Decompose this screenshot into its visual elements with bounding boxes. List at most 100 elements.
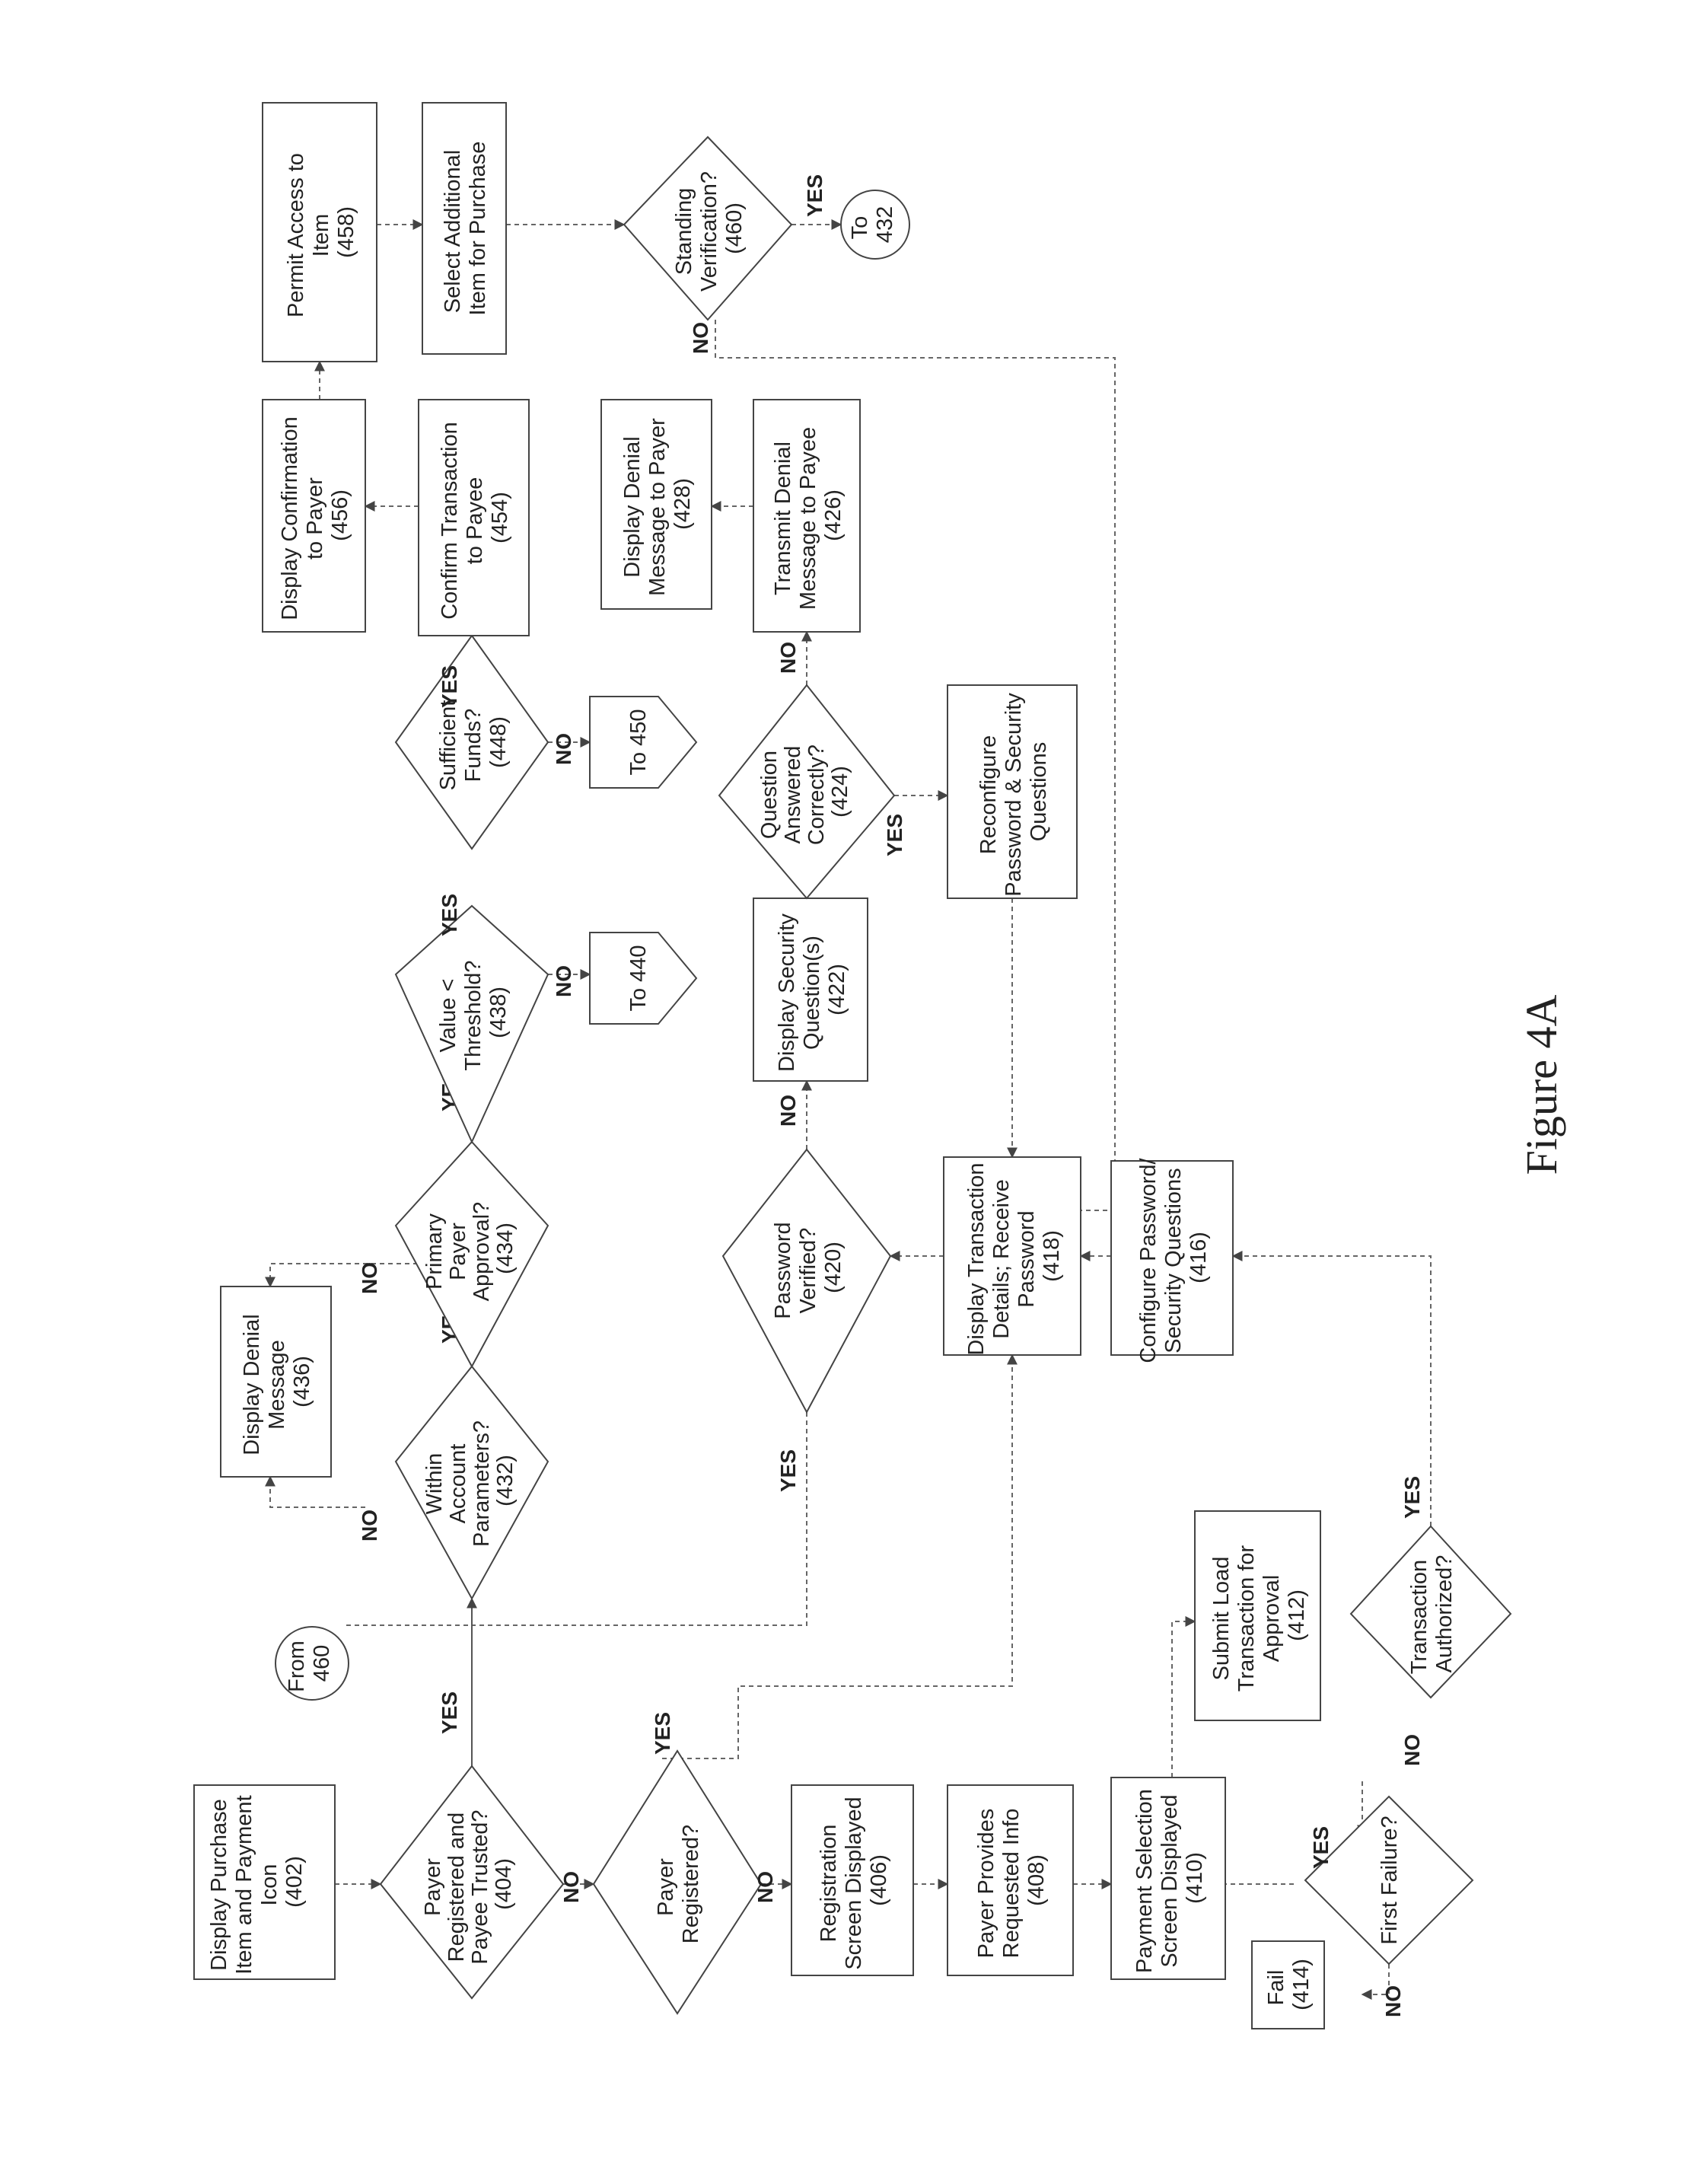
decision-420: Password Verified? (420) [723,1149,890,1412]
node-412-line-3: Approval [1260,1575,1284,1662]
decision-460-line-3: (460) [722,202,747,254]
node-454-line-1: Confirm Transaction [438,422,462,620]
node-select-line-2: Item for Purchase [466,142,490,316]
offpage-to-450-label: To 450 [626,709,651,775]
node-456: Display Confirmation to Payer (456) [263,400,365,632]
node-418-line-3: Password [1014,1210,1039,1307]
node-436: Display Denial Message (436) [221,1286,331,1477]
label-460-no: NO [689,322,712,354]
label-405-no: NO [753,1871,777,1903]
decision-auth-line-2: Authorized? [1432,1555,1457,1673]
node-416: Configure Password/ Security Questions (… [1111,1152,1233,1363]
node-to-432-line-2: 432 [873,206,897,243]
node-418-line-1: Display Transaction [964,1163,989,1356]
svg-text:First Failure?: First Failure? [1377,1816,1402,1944]
node-412-line-4: (412) [1285,1589,1309,1641]
decision-432-line-2: Account [446,1444,470,1524]
node-402-line-4: (402) [282,1856,307,1908]
label-424-yes: YES [883,814,906,856]
decision-432-line-3: Parameters? [470,1420,494,1547]
node-422-line-1: Display Security [775,913,799,1072]
label-404-yes: YES [438,1691,461,1734]
node-418: Display Transaction Details; Receive Pas… [944,1156,1081,1355]
decision-424-line-1: Question [757,751,782,839]
node-436-line-1: Display Denial [240,1314,264,1455]
label-420-no: NO [776,1095,800,1127]
node-426-line-1: Transmit Denial [771,442,795,595]
node-430-line-2: Password & Security [1002,693,1026,897]
decision-424: Question Answered Correctly? (424) [719,685,894,898]
decision-424-line-2: Answered [781,746,805,844]
node-402-line-1: Display Purchase [207,1799,231,1971]
node-422-line-2: Question(s) [800,936,824,1050]
label-460-yes: YES [803,174,826,217]
decision-434-line-2: Payer [446,1223,470,1280]
label-434-no: NO [358,1262,381,1294]
label-424-no: NO [776,642,800,674]
decision-460-line-1: Standing [672,188,696,276]
decision-438-line-1: Value < [436,979,460,1053]
node-458-line-3: (458) [334,206,358,258]
label-405-yes: YES [651,1712,674,1755]
node-410-line-3: (410) [1183,1852,1207,1904]
node-410: Payment Selection Screen Displayed (410) [1111,1777,1225,1979]
decision-460: Standing Verification? (460) [624,137,791,320]
node-454: Confirm Transaction to Payee (454) [419,400,529,636]
decision-first-failure-line-1: First Failure? [1377,1816,1402,1944]
node-412: Submit Load Transaction for Approval (41… [1195,1511,1320,1720]
node-426-line-2: Message to Payee [796,427,820,610]
decision-payer-registered-line-2: Registered? [679,1825,703,1943]
node-from-460-line-1: From [285,1640,309,1692]
decision-448-line-1: Sufficient [436,700,460,791]
node-412-line-1: Submit Load [1209,1557,1234,1681]
node-426-line-3: (426) [821,489,846,541]
decision-404: Payer Registered and Payee Trusted? (404… [381,1766,563,1998]
decision-448-line-2: Funds? [461,709,486,783]
decision-payer-registered-line-1: Payer [654,1858,678,1916]
decision-448-line-3: (448) [486,716,511,768]
svg-text:To 432: To 432 [848,206,897,243]
label-438-no: NO [552,965,575,997]
node-436-line-3: (436) [290,1356,314,1408]
node-428-line-1: Display Denial [620,436,645,577]
node-408-line-2: Requested Info [999,1809,1024,1959]
node-406-line-2: Screen Displayed [842,1797,866,1969]
decision-payer-registered: Payer Registered? [594,1751,761,2013]
node-416-line-3: (416) [1186,1232,1211,1283]
node-454-line-2: to Payee [463,477,487,564]
node-458-line-1: Permit Access to [284,153,308,317]
label-auth-yes: YES [1400,1476,1424,1519]
decision-transaction-authorized: Transaction Authorized? [1351,1526,1511,1698]
node-430: Reconfigure Password & Security Question… [948,685,1077,898]
label-first-yes: YES [1309,1826,1333,1869]
decision-434-line-4: (434) [493,1223,518,1274]
offpage-to-450: To 450 [590,697,696,788]
decision-432-line-1: Within [422,1453,447,1515]
label-404-no: NO [559,1871,583,1903]
decision-438-line-2: Threshold? [461,960,486,1070]
decision-434: Primary Payer Approval? (434) [396,1142,548,1366]
node-408: Payer Provides Requested Info (408) [948,1785,1073,1975]
node-418-line-4: (418) [1040,1230,1064,1282]
node-436-line-2: Message [265,1340,289,1430]
node-428-line-3: (428) [670,478,695,530]
node-414-line-1: Fail [1264,1970,1288,2006]
node-410-line-1: Payment Selection [1132,1789,1157,1973]
svg-text:Transaction Authorized?: Transaction Authorized? [1407,1554,1457,1675]
node-456-line-3: (456) [328,489,352,541]
node-406-line-1: Registration [817,1825,841,1943]
node-458: Permit Access to Item (458) [263,103,377,362]
decision-404-line-3: Payee Trusted? [468,1809,492,1964]
node-to-432: To 432 [841,190,909,259]
svg-text:Select Additional Item f: Select Additional Item for Purchase [441,142,490,316]
decision-first-failure: First Failure? [1305,1797,1473,1964]
decision-420-line-2: Verified? [796,1228,820,1314]
node-426: Transmit Denial Message to Payee (426) [753,400,860,632]
node-430-line-3: Questions [1027,742,1051,842]
node-458-line-2: Item [309,214,333,257]
offpage-to-440-label: To 440 [626,945,651,1011]
node-418-line-2: Details; Receive [989,1179,1014,1339]
decision-424-line-4: (424) [828,766,852,818]
node-select-additional: Select Additional Item for Purchase [422,103,506,354]
